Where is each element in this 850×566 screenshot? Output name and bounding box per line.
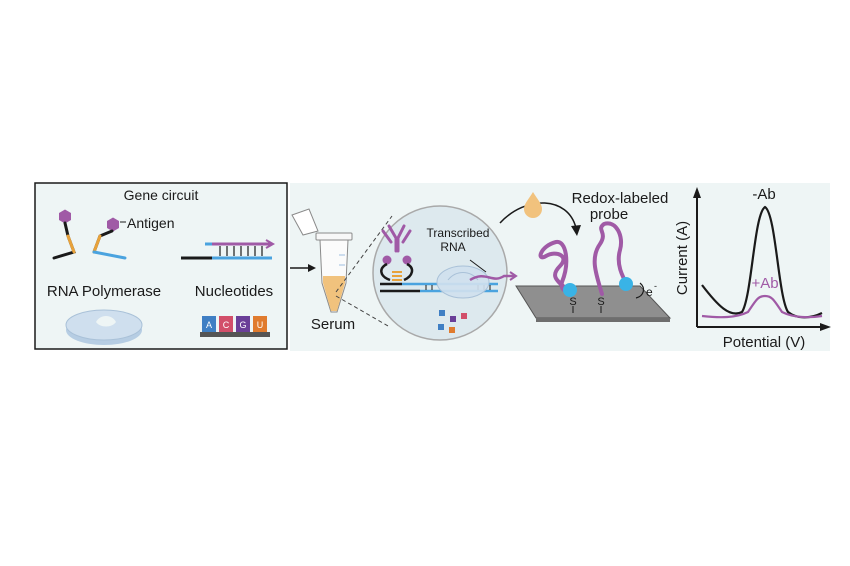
bound-polymerase-icon: [436, 265, 490, 299]
probe-strand-right: [592, 221, 630, 296]
arrow-to-serum: [290, 264, 316, 272]
bound-strand-left: [380, 262, 391, 282]
nucleotide-letter-u: U: [257, 320, 264, 330]
antibody-icon: [381, 224, 412, 253]
nucleotide-letter-a: A: [206, 320, 212, 330]
electrode-panel: Redox-labeled probe S S e -: [515, 190, 672, 322]
tube-rim: [315, 232, 353, 241]
reagent-drop-icon: [524, 192, 542, 218]
electron-superscript: -: [654, 281, 657, 291]
free-nucleotides: [438, 310, 467, 333]
zoom-line-top: [335, 215, 393, 293]
y-axis-arrowhead: [693, 187, 701, 198]
curve-neg-label: -Ab: [752, 186, 775, 203]
electron-transfer-arrow: [635, 282, 645, 299]
x-axis-label: Potential (V): [723, 334, 806, 351]
rna-polymerase-icon: [65, 309, 143, 345]
arrow-to-electrode: [499, 202, 581, 236]
curve-with-antibody: [701, 294, 823, 319]
dna-strand-left-orange: [66, 234, 76, 254]
antigen-label: Antigen: [127, 215, 174, 231]
dna-strand-right-orange: [92, 234, 102, 254]
gene-circuit-panel: Gene circuit Antigen: [34, 182, 288, 350]
nucleotide-block-u: [253, 316, 267, 332]
nucleotide-base-plate: [200, 332, 270, 337]
zoom-circle: [372, 205, 508, 341]
nucleotides-label: Nucleotides: [195, 283, 273, 300]
x-axis-arrowhead: [820, 323, 831, 331]
serum-tube: Serum: [291, 208, 355, 333]
electrode-surface-side: [536, 318, 670, 322]
dna-strand-right-blue: [92, 250, 127, 260]
redox-label-left: [563, 283, 577, 297]
nucleotide-block-c: [219, 316, 233, 332]
gene-circuit-title: Gene circuit: [124, 187, 199, 203]
electron-label: e: [646, 285, 653, 299]
antigen-dot-left: [382, 255, 392, 265]
probe-label-line2: probe: [590, 206, 628, 223]
probe-label-line1: Redox-labeled: [572, 190, 669, 207]
antigen-hexagon-left: [59, 209, 71, 224]
tube-cap: [291, 208, 319, 236]
tube-liquid: [323, 276, 345, 311]
curve-pos-label: +Ab: [751, 275, 778, 292]
nucleotide-letter-c: C: [223, 320, 230, 330]
transcribed-label-line1: Transcribed: [427, 226, 490, 240]
thiol-label-left: S: [569, 296, 576, 308]
thiol-label-right: S: [597, 296, 604, 308]
transcribed-label-line2: RNA: [440, 240, 465, 254]
voltammogram-panel: -Ab +Ab Potential (V) Current (A): [674, 186, 831, 351]
nucleotide-block-g: [236, 316, 250, 332]
redox-label-right: [619, 277, 633, 291]
rna-polymerase-label: RNA Polymerase: [47, 283, 161, 300]
bound-strand-rungs: [392, 271, 402, 281]
rna-leader-line: [469, 259, 487, 273]
zoom-line-bottom: [335, 295, 389, 327]
reaction-zoom-circle: Transcribed RNA: [372, 205, 518, 341]
antigen-dna-construct: Antigen: [52, 209, 174, 260]
bound-strand-right: [403, 262, 414, 282]
dna-template-duplex: [181, 239, 276, 260]
antigen-dot-right: [402, 255, 412, 265]
nucleotide-blocks: A C G U: [200, 316, 270, 337]
y-axis-label: Current (A): [674, 221, 691, 295]
nucleotide-letter-g: G: [239, 320, 246, 330]
antigen-hexagon-right: [107, 217, 119, 232]
nucleotide-block-a: [202, 316, 216, 332]
transcribed-rna-strand: [469, 274, 515, 282]
serum-label: Serum: [311, 316, 355, 333]
probe-strand-left: [538, 240, 574, 296]
